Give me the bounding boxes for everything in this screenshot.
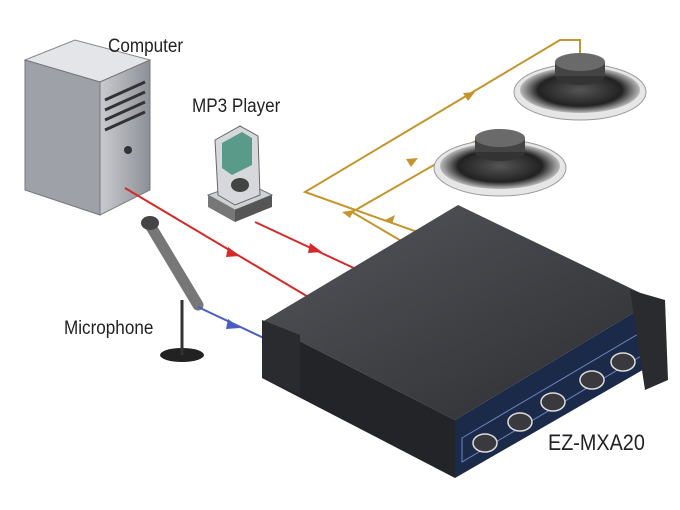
input-wire-arrows xyxy=(226,243,322,257)
speaker-icon xyxy=(513,53,647,121)
mic-wire-arrow xyxy=(226,319,240,329)
microphone-icon xyxy=(141,216,204,362)
computer-label: Computer xyxy=(108,36,184,57)
amplifier-icon xyxy=(262,205,668,478)
speaker-wire-arrows xyxy=(342,92,475,224)
mp3-player-icon xyxy=(206,125,274,222)
computer-tower-icon xyxy=(23,39,152,216)
speaker-wire-outer xyxy=(302,39,581,241)
input-wires xyxy=(124,187,359,299)
model-label: EZ-MXA20 xyxy=(548,430,645,455)
mp3-player-label: MP3 Player xyxy=(192,96,281,117)
microphone-label: Microphone xyxy=(64,318,154,339)
speaker-icon xyxy=(433,129,567,197)
